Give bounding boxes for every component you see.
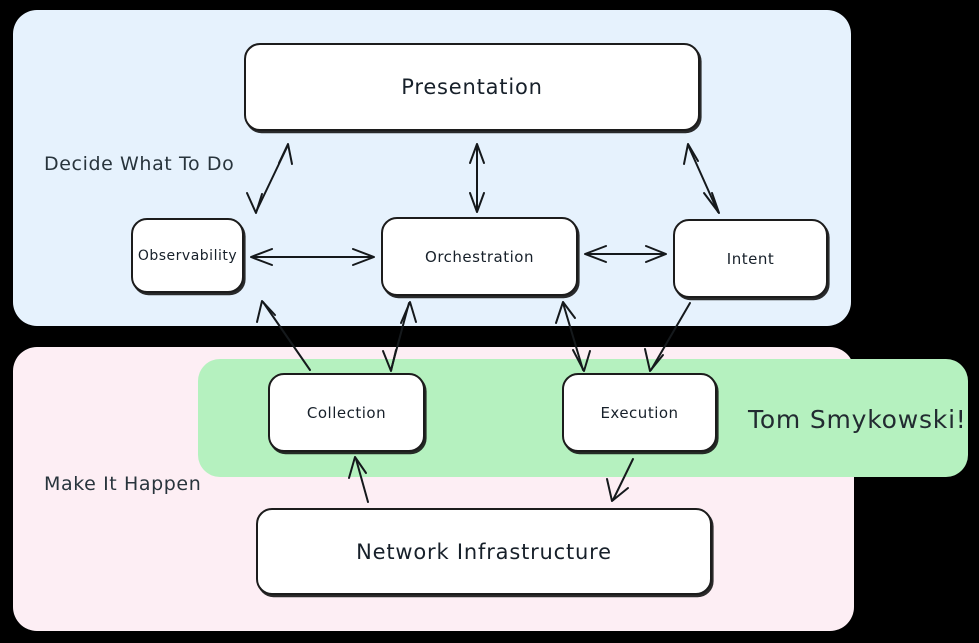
highlight-annotation-text: Tom Smykowski! bbox=[748, 405, 967, 434]
node-orchestration[interactable]: Orchestration bbox=[381, 217, 578, 296]
node-observability-label: Observability bbox=[137, 247, 238, 264]
node-execution-label: Execution bbox=[600, 403, 679, 422]
node-presentation-label: Presentation bbox=[401, 75, 543, 99]
node-collection[interactable]: Collection bbox=[268, 373, 425, 452]
node-collection-label: Collection bbox=[306, 403, 387, 422]
node-intent[interactable]: Intent bbox=[673, 219, 828, 298]
node-network-label: Network Infrastructure bbox=[356, 539, 612, 564]
node-intent-label: Intent bbox=[726, 249, 775, 268]
node-network-infrastructure[interactable]: Network Infrastructure bbox=[256, 508, 712, 595]
node-observability[interactable]: Observability bbox=[131, 218, 244, 293]
panel-label-make: Make It Happen bbox=[44, 473, 202, 495]
node-execution[interactable]: Execution bbox=[562, 373, 717, 452]
panel-label-decide: Decide What To Do bbox=[44, 153, 235, 175]
node-presentation[interactable]: Presentation bbox=[244, 43, 700, 131]
node-orchestration-label: Orchestration bbox=[425, 247, 534, 266]
